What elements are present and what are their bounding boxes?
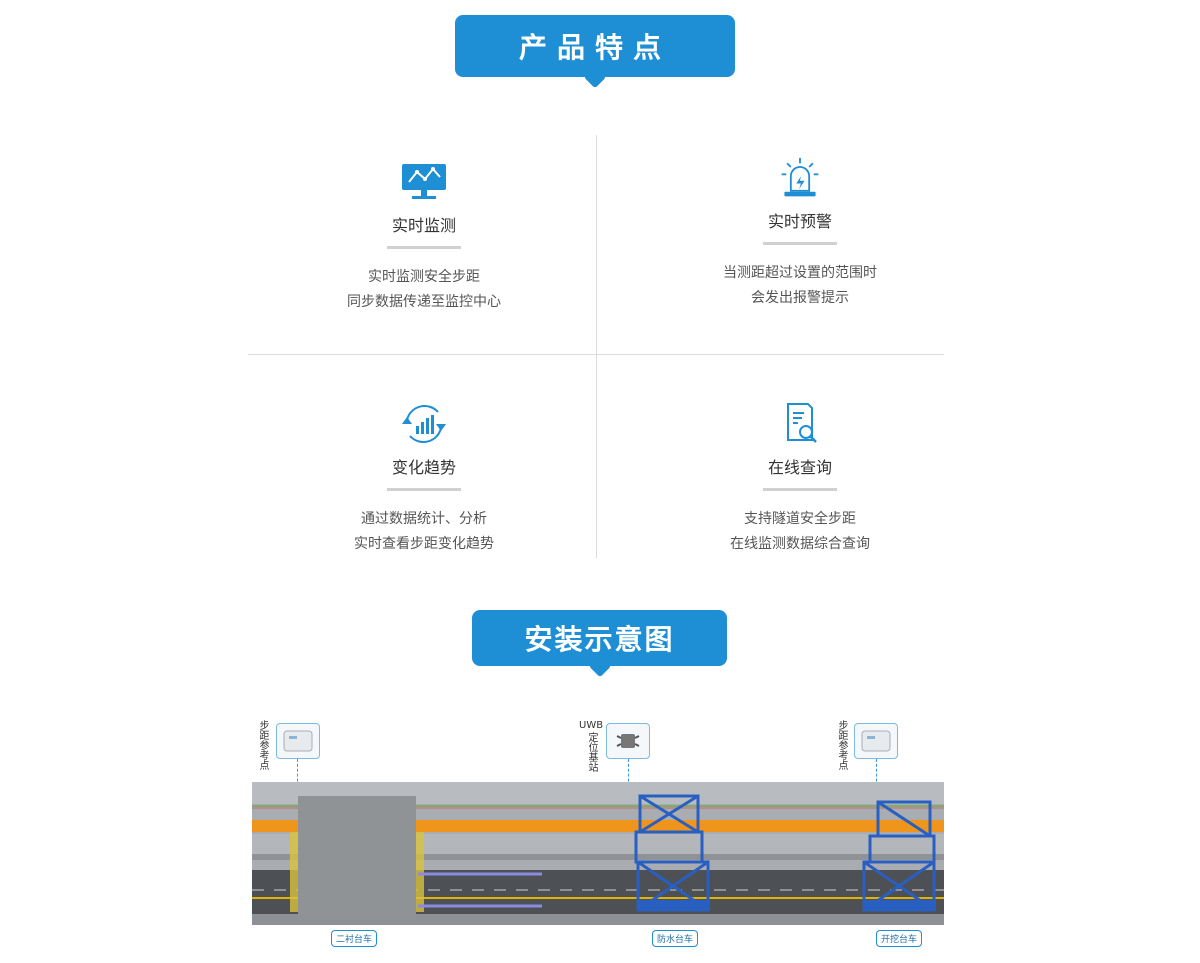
reference-device-right [854, 723, 898, 759]
sensor-device-icon [861, 730, 891, 752]
desc-line: 当测距超过设置的范围时 [723, 265, 877, 281]
feature-realtime-monitor: 实时监测 实时监测安全步距 同步数据传递至监控中心 [274, 160, 574, 315]
desc-line: 实时监测安全步距 [368, 269, 480, 285]
tunnel-diagram [252, 782, 944, 925]
title-underline [387, 488, 461, 491]
title-underline [763, 242, 837, 245]
title-underline [387, 246, 461, 249]
tag-waterproof-trolley: 防水台车 [652, 930, 699, 947]
feature-description: 支持隧道安全步距 在线监测数据综合查询 [650, 507, 950, 557]
dashed-connector [876, 759, 877, 801]
tunnel-scene [252, 782, 944, 925]
trend-cycle-icon [402, 405, 446, 443]
desc-line: 同步数据传递至监控中心 [347, 294, 501, 310]
dashed-connector [297, 759, 298, 801]
feature-trend: 变化趋势 通过数据统计、分析 实时查看步距变化趋势 [274, 402, 574, 557]
banner-title: 产品特点 [518, 31, 671, 64]
reference-point-label-right: 步距参考点 [836, 720, 847, 770]
dashed-connector [628, 759, 629, 801]
tag-lining-trolley: 二衬台车 [331, 930, 378, 947]
feature-description: 通过数据统计、分析 实时查看步距变化趋势 [274, 507, 574, 557]
section-banner-install: 安装示意图 [472, 610, 727, 666]
desc-line: 支持隧道安全步距 [744, 511, 856, 527]
uwb-label: UWB [579, 720, 604, 731]
uwb-base-station-icon [616, 734, 640, 748]
grid-divider-vertical [596, 135, 597, 558]
document-search-icon [787, 403, 817, 443]
uwb-station-label: 定位基站 [586, 732, 597, 772]
alarm-light-icon [781, 157, 819, 197]
tag-excavation-trolley: 开挖台车 [876, 930, 923, 947]
desc-line: 实时查看步距变化趋势 [354, 536, 494, 552]
reference-point-label-left: 步距参考点 [257, 720, 268, 770]
grid-divider-horizontal [248, 354, 944, 355]
desc-line: 在线监测数据综合查询 [730, 536, 870, 552]
section-banner-features: 产品特点 [455, 15, 735, 77]
feature-realtime-alarm: 实时预警 当测距超过设置的范围时 会发出报警提示 [650, 156, 950, 311]
uwb-station-device [606, 723, 650, 759]
desc-line: 通过数据统计、分析 [361, 511, 487, 527]
feature-title: 实时预警 [767, 212, 832, 231]
sensor-device-icon [283, 730, 313, 752]
desc-line: 会发出报警提示 [751, 290, 849, 306]
feature-title: 实时监测 [391, 216, 456, 235]
reference-device-left [276, 723, 320, 759]
feature-description: 实时监测安全步距 同步数据传递至监控中心 [274, 265, 574, 315]
title-underline [763, 488, 837, 491]
banner-title: 安装示意图 [524, 623, 675, 656]
monitor-chart-icon [402, 164, 446, 199]
feature-description: 当测距超过设置的范围时 会发出报警提示 [650, 261, 950, 311]
feature-title: 变化趋势 [391, 458, 456, 477]
feature-title: 在线查询 [767, 458, 832, 477]
feature-online-query: 在线查询 支持隧道安全步距 在线监测数据综合查询 [650, 402, 950, 557]
